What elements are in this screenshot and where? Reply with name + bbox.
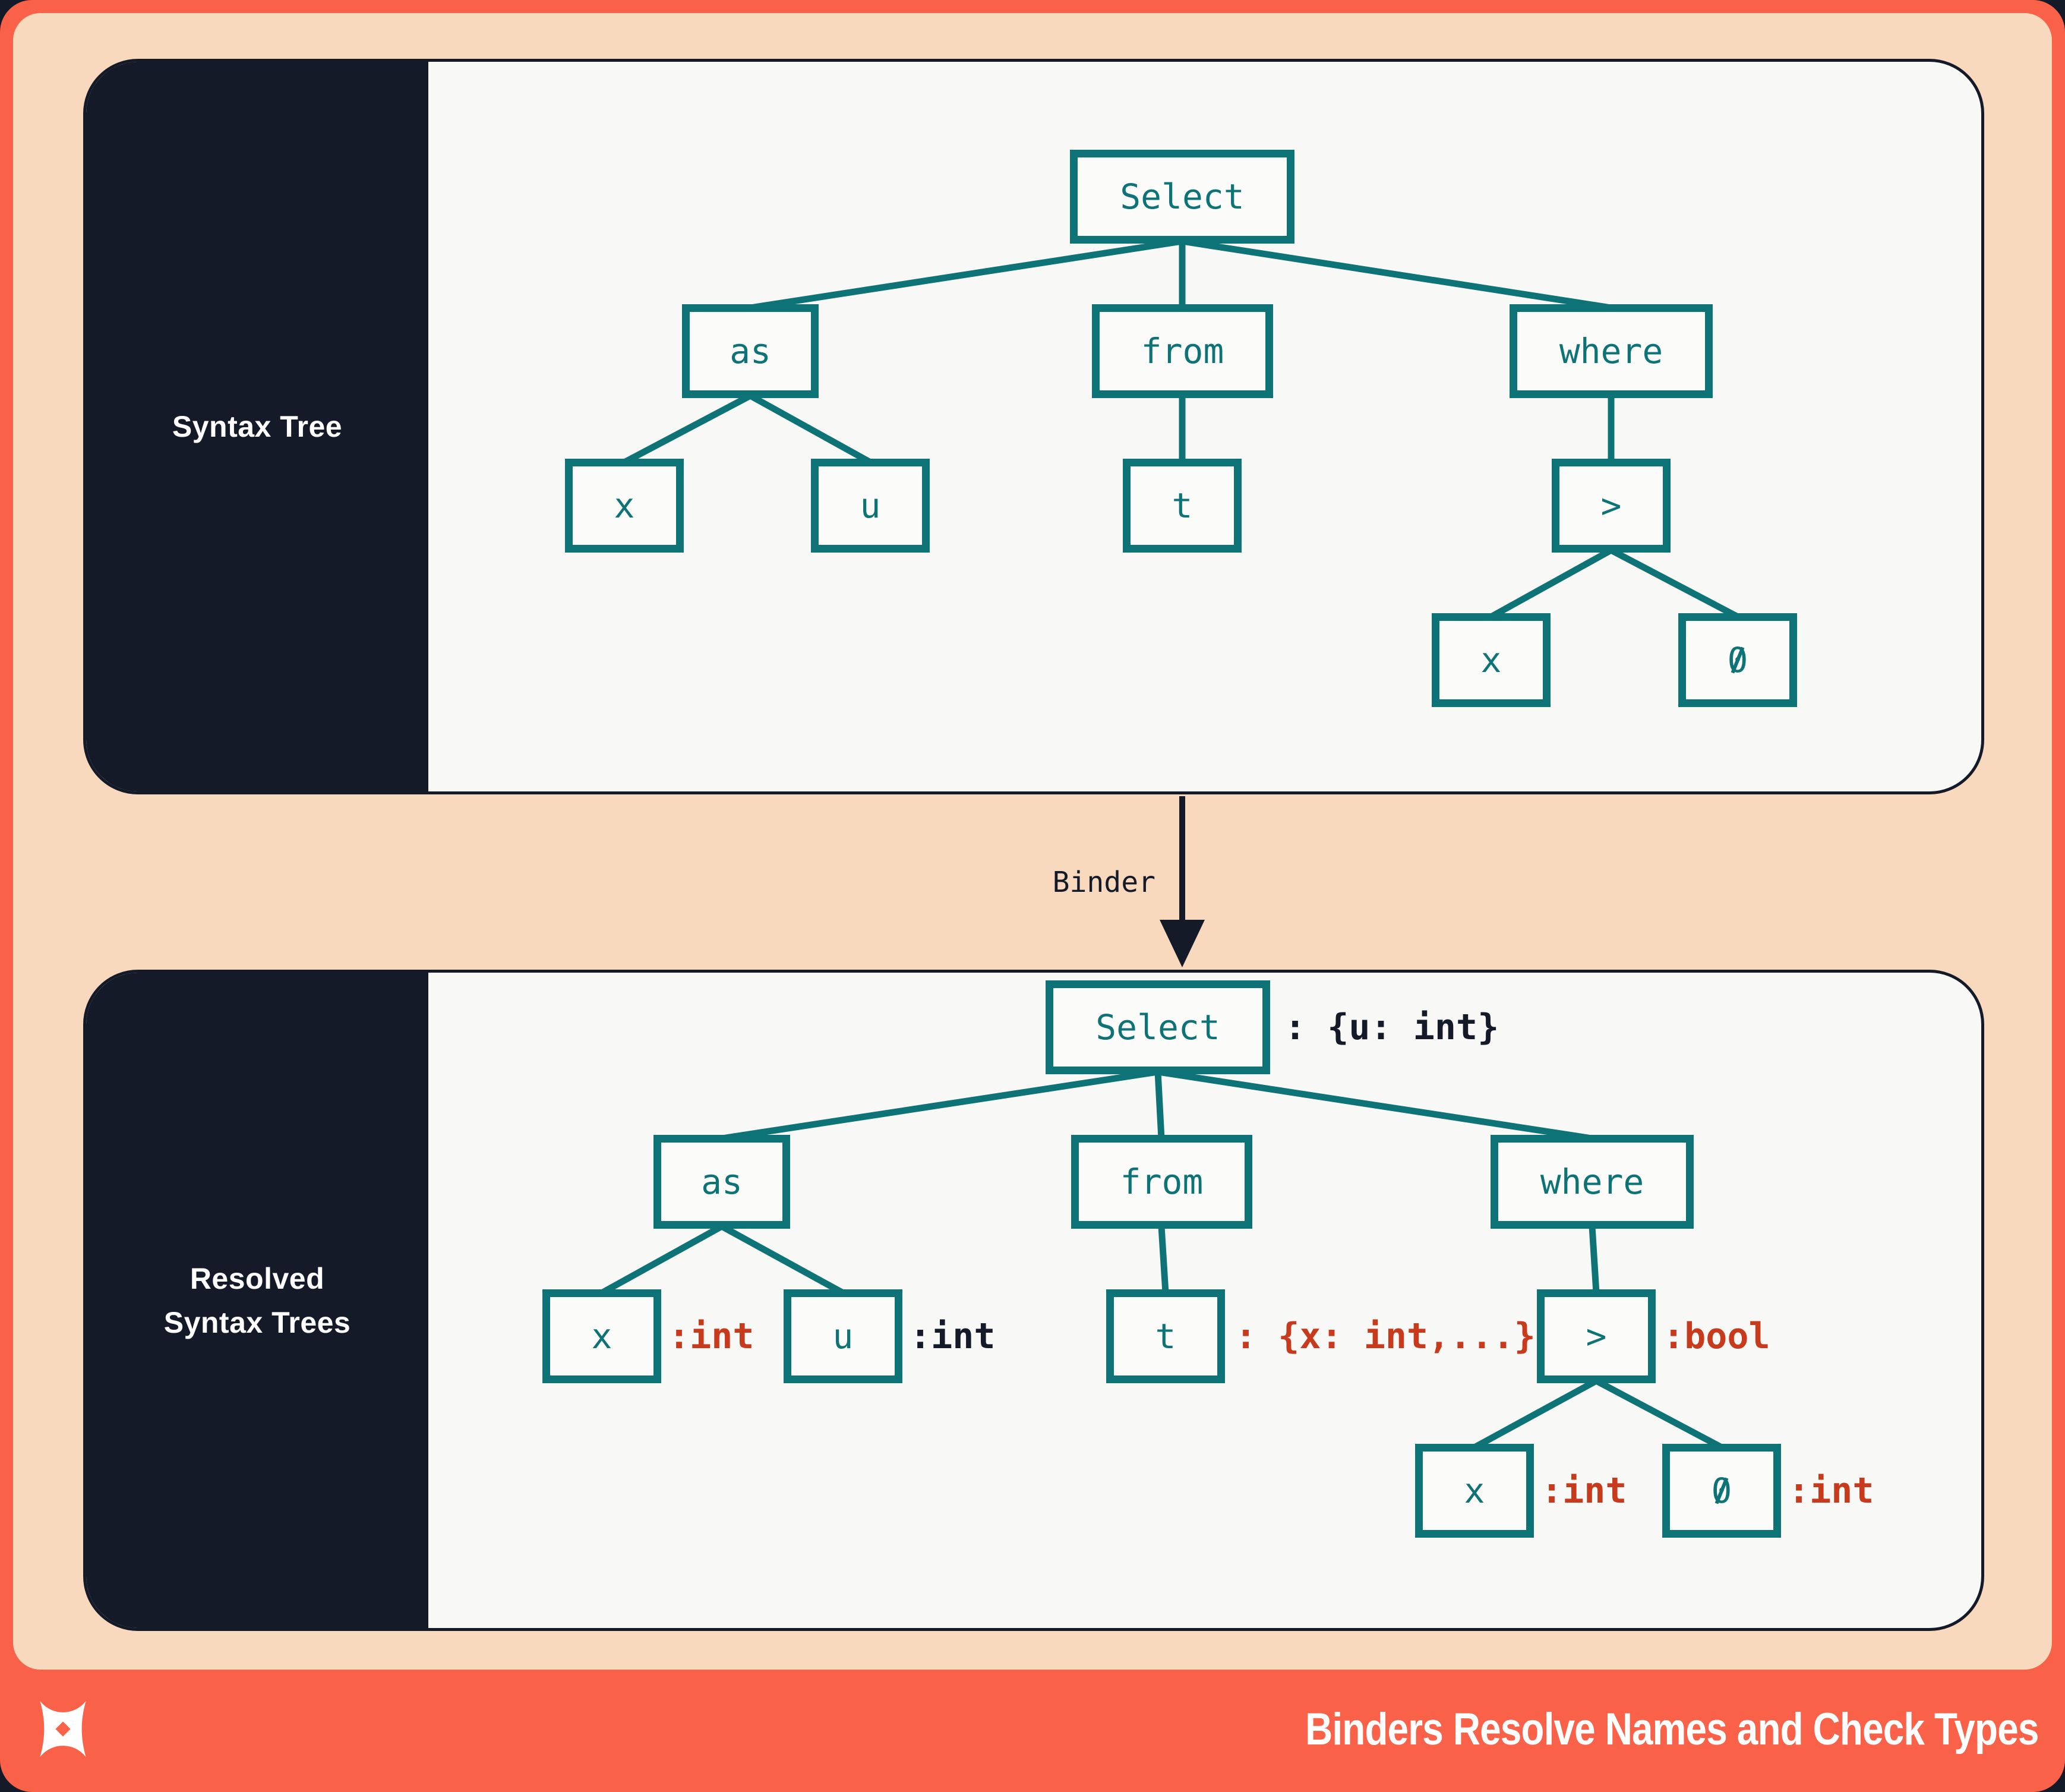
node-as-resolved-label: as	[701, 1162, 743, 1202]
node-select: Select	[1070, 150, 1294, 244]
node-zero-resolved-label: 0	[1711, 1471, 1732, 1511]
node-from-label: from	[1141, 331, 1224, 371]
syntax-tree-panel: Syntax Tree	[83, 59, 1984, 794]
node-x-operand-resolved: x	[1415, 1444, 1534, 1538]
node-from-resolved: from	[1071, 1135, 1252, 1229]
node-greater-than-label: >	[1600, 485, 1622, 526]
binder-label: Binder	[1052, 866, 1155, 899]
type-annotation-t: : {x: int,...}	[1235, 1315, 1536, 1357]
type-annotation-zero: :int	[1788, 1470, 1874, 1512]
node-x-resolved-label: x	[591, 1316, 612, 1356]
node-t-resolved-label: t	[1155, 1316, 1176, 1356]
node-from-resolved-label: from	[1120, 1162, 1204, 1202]
footer-title-wrap: Binders Resolve Names and Check Types	[1166, 1695, 2039, 1763]
node-where-label: where	[1559, 331, 1663, 371]
node-x-label: x	[614, 485, 635, 526]
syntax-tree-sidebar: Syntax Tree	[86, 62, 428, 791]
node-greater-than-resolved: >	[1537, 1289, 1656, 1383]
x-mark-logo-icon	[40, 1701, 86, 1757]
node-as-resolved: as	[653, 1135, 790, 1229]
node-greater-than: >	[1552, 459, 1671, 553]
type-annotation-x: :int	[668, 1315, 754, 1357]
node-x-operand-resolved-label: x	[1464, 1471, 1485, 1511]
node-from: from	[1092, 304, 1273, 398]
syntax-tree-panel-title: Syntax Tree	[172, 410, 343, 443]
node-u: u	[811, 459, 930, 553]
node-u-label: u	[860, 485, 881, 526]
type-annotation-select: : {u: int}	[1284, 1007, 1499, 1048]
resolved-panel-title-line1: Resolved	[190, 1261, 325, 1295]
node-t-label: t	[1172, 485, 1193, 526]
x-mark-logo-path	[40, 1701, 86, 1757]
type-annotation-greater-than: :bool	[1663, 1315, 1770, 1357]
node-t-resolved: t	[1106, 1289, 1225, 1383]
node-select-resolved-label: Select	[1095, 1007, 1220, 1048]
footer-title: Binders Resolve Names and Check Types	[1305, 1703, 2039, 1755]
node-as: as	[682, 304, 819, 398]
node-where: where	[1510, 304, 1713, 398]
node-x-resolved: x	[542, 1289, 661, 1383]
resolved-panel-title-line2: Syntax Trees	[163, 1305, 351, 1339]
node-zero: 0	[1678, 613, 1797, 707]
node-zero-label: 0	[1727, 640, 1748, 680]
node-t: t	[1123, 459, 1242, 553]
node-as-label: as	[730, 331, 771, 371]
node-where-resolved: where	[1491, 1135, 1694, 1229]
type-annotation-u: :int	[910, 1315, 996, 1357]
node-x-operand: x	[1432, 613, 1551, 707]
type-annotation-x-operand: :int	[1541, 1470, 1627, 1512]
node-zero-resolved: 0	[1662, 1444, 1781, 1538]
node-x-operand-label: x	[1480, 640, 1502, 680]
node-u-resolved: u	[784, 1289, 902, 1383]
node-where-resolved-label: where	[1540, 1162, 1644, 1202]
node-select-resolved: Select	[1046, 980, 1270, 1074]
node-x: x	[565, 459, 684, 553]
node-u-resolved-label: u	[832, 1316, 854, 1356]
node-select-label: Select	[1120, 176, 1245, 217]
node-greater-than-resolved-label: >	[1586, 1316, 1607, 1356]
resolved-syntax-trees-sidebar: Resolved Syntax Trees	[86, 973, 428, 1628]
